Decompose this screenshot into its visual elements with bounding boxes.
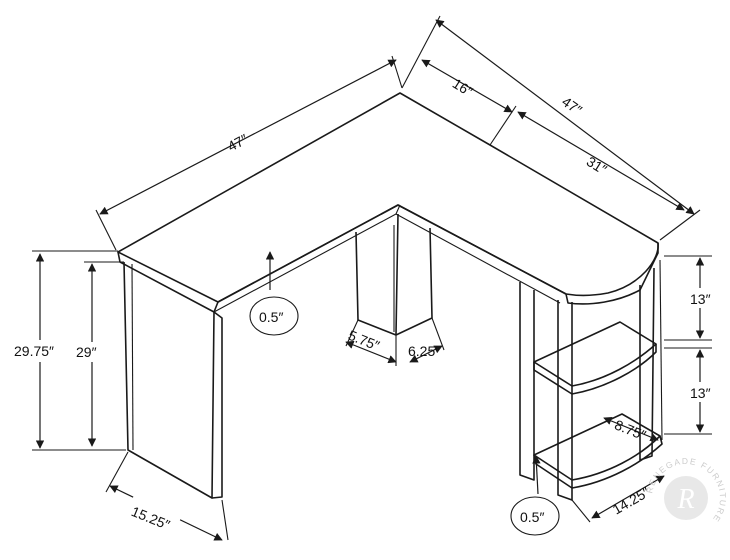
- label-29-75: 29.75″: [14, 343, 54, 359]
- inner-edge-left: [213, 204, 401, 313]
- shelf-middle-edge: [533, 344, 657, 395]
- center-post-side: [395, 227, 433, 336]
- dim-shelf-thickness: 0.5″: [510, 455, 560, 536]
- logo-letter: R: [676, 484, 694, 515]
- tower-left-panel: [519, 282, 535, 481]
- dim-top-long: 47″: [95, 55, 403, 251]
- shelf-bottom-edge: [533, 435, 663, 489]
- label-top-right-47: 47″: [559, 93, 585, 118]
- tower-front-panel: [557, 300, 573, 501]
- label-0-5-top: 0.5″: [259, 309, 283, 325]
- shelf-bottom: [533, 413, 661, 481]
- label-0-5-shelf: 0.5″: [520, 509, 544, 525]
- left-leg-panel: [123, 261, 215, 499]
- dim-shelf-gap-lower: 13″: [664, 347, 720, 435]
- desk-drawing: [117, 92, 663, 501]
- desktop-front-edge: [117, 251, 219, 313]
- dim-shelf-gap-upper: 13″: [664, 255, 720, 341]
- tower-back-edge: [659, 259, 663, 441]
- dim-total-height: 29.75″: [12, 250, 126, 451]
- dim-31: 31″: [517, 111, 685, 211]
- label-6-25: 6.25″: [408, 343, 440, 359]
- label-13-lower: 13″: [690, 385, 711, 401]
- label-31: 31″: [584, 153, 610, 177]
- dim-leg-height: 29″: [74, 261, 124, 447]
- desktop-top: [117, 92, 659, 303]
- dim-post-depth: 5.75″: [345, 319, 397, 366]
- tower-back-panel: [639, 267, 655, 461]
- label-top-long: 47″: [225, 131, 251, 155]
- label-8-75: 8.75″: [612, 416, 648, 443]
- label-29: 29″: [76, 344, 97, 360]
- left-leg-inner: [131, 263, 134, 451]
- center-post: [355, 213, 399, 336]
- dim-top-right-outer: 47″: [401, 15, 701, 241]
- dim-post-width: 6.25″: [408, 317, 445, 363]
- inner-edge-right: [395, 213, 561, 304]
- desktop-inner-edge: [217, 204, 659, 305]
- dim-leg-depth: 15.25″: [105, 451, 229, 541]
- shelf-middle: [533, 321, 657, 387]
- dim-top-thickness: 0.5″: [249, 251, 299, 336]
- label-13-upper: 13″: [690, 291, 711, 307]
